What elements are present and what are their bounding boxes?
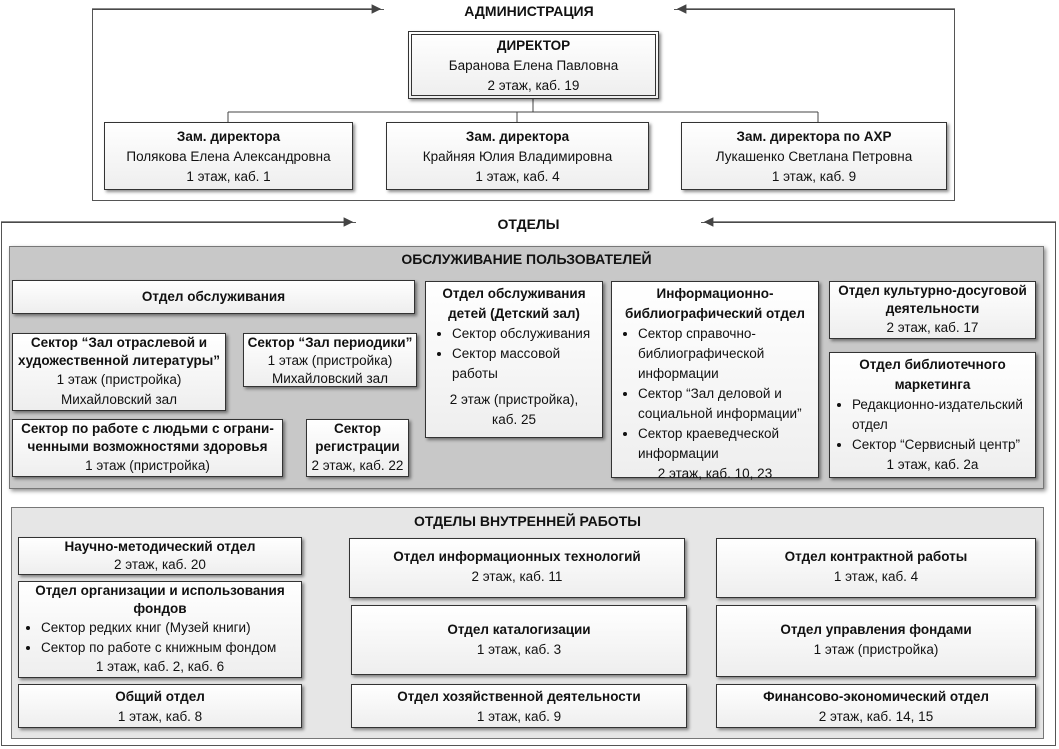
contract-title: Отдел контрактной работы bbox=[784, 549, 968, 564]
list-item: Сектор обслуживания bbox=[452, 324, 598, 344]
general-title: Общий отдел bbox=[115, 689, 205, 704]
sector-lit-box: Сектор “Зал отраслевой и художественной … bbox=[12, 333, 226, 411]
list-item: Сектор по работе с книжным фондом bbox=[41, 638, 299, 658]
marketing-dept-room: 1 этаж, каб. 2а bbox=[886, 457, 979, 472]
list-item: Сектор “Сервисный центр” bbox=[852, 435, 1033, 455]
funds-org-room: 1 этаж, каб. 2, каб. 6 bbox=[95, 659, 225, 674]
sector-lit-title-1: Сектор “Зал отраслевой и bbox=[30, 335, 208, 350]
deputy-box-2: Зам. директора Крайняя Юлия Владимировна… bbox=[386, 122, 649, 190]
deputy-name: Лукашенко Светлана Петровна bbox=[715, 149, 913, 164]
general-room: 1 этаж, каб. 8 bbox=[117, 709, 203, 724]
sector-disabilities-room: 1 этаж (пристройка) bbox=[85, 458, 210, 473]
marketing-dept-title-1: Отдел библиотечного bbox=[859, 357, 1006, 372]
household-room: 1 этаж, каб. 9 bbox=[476, 709, 562, 724]
funds-mgmt-room: 1 этаж (пристройка) bbox=[813, 642, 939, 657]
household-dept-box: Отдел хозяйственной деятельности 1 этаж,… bbox=[351, 684, 687, 728]
culture-dept-title-2: деятельности bbox=[885, 301, 980, 316]
director-room: 2 этаж, каб. 19 bbox=[487, 78, 580, 93]
catalog-dept-box: Отдел каталогизации 1 этаж, каб. 3 bbox=[351, 605, 687, 675]
children-dept-sectors: Сектор обслуживания Сектор массовой рабо… bbox=[430, 324, 598, 384]
info-biblio-room: 2 этаж, каб. 10, 23 bbox=[657, 466, 773, 481]
sector-disabilities-title-2: ченными возможностями здоровья bbox=[27, 439, 268, 454]
info-biblio-title-2: библиографический отдел bbox=[624, 306, 806, 321]
list-item: Сектор “Зал деловой и социальной информа… bbox=[638, 384, 814, 424]
scimethod-room: 2 этаж, каб. 20 bbox=[114, 557, 206, 572]
deputy-box-3: Зам. директора по АХР Лукашенко Светлана… bbox=[681, 122, 947, 190]
list-item: Сектор справочно-библиографической инфор… bbox=[638, 324, 814, 384]
marketing-dept-title-2: маркетинга bbox=[894, 377, 971, 392]
list-item: Сектор краеведческой информации bbox=[638, 424, 814, 464]
contract-room: 1 этаж, каб. 4 bbox=[833, 569, 919, 584]
it-dept-box: Отдел информационных технологий 2 этаж, … bbox=[349, 538, 685, 598]
sector-lit-hall: Михайловский зал bbox=[60, 392, 178, 407]
marketing-dept-box: Отдел библиотечного маркетинга Редакцион… bbox=[829, 352, 1036, 478]
list-item: Сектор редких книг (Музей книги) bbox=[41, 618, 299, 638]
list-item: Сектор массовой работы bbox=[452, 344, 598, 384]
service-dept-title: Отдел обслуживания bbox=[141, 289, 286, 304]
sector-lit-room: 1 этаж (пристройка) bbox=[56, 372, 182, 387]
sector-lit-title-2: художественной литературы” bbox=[17, 353, 221, 368]
children-dept-room-2: каб. 25 bbox=[492, 412, 536, 427]
culture-dept-box: Отдел культурно-досуговой деятельности 2… bbox=[829, 281, 1036, 339]
deputy-title: Зам. директора bbox=[465, 129, 570, 144]
sector-disabilities-title-1: Сектор по работе с людьми с ограни- bbox=[21, 421, 274, 436]
contract-dept-box: Отдел контрактной работы 1 этаж, каб. 4 bbox=[716, 538, 1036, 598]
director-box: ДИРЕКТОР Баранова Елена Павловна 2 этаж,… bbox=[408, 31, 659, 99]
info-biblio-sectors: Сектор справочно-библиографической инфор… bbox=[616, 324, 814, 464]
director-title: ДИРЕКТОР bbox=[496, 38, 571, 53]
general-dept-box: Общий отдел 1 этаж, каб. 8 bbox=[18, 684, 302, 728]
deputy-name: Полякова Елена Александровна bbox=[126, 149, 331, 164]
deputy-room: 1 этаж, каб. 9 bbox=[771, 169, 857, 184]
funds-org-title-1: Отдел организации и использования bbox=[35, 583, 285, 598]
household-title: Отдел хозяйственной деятельности bbox=[397, 689, 641, 704]
funds-mgmt-title: Отдел управления фондами bbox=[780, 622, 972, 637]
deputy-box-1: Зам. директора Полякова Елена Александро… bbox=[104, 122, 353, 190]
departments-title: ОТДЕЛЫ bbox=[356, 216, 701, 234]
deputy-room: 1 этаж, каб. 1 bbox=[186, 169, 271, 184]
sector-periodicals-title: Сектор “Зал периодики” bbox=[247, 335, 413, 350]
children-dept-box: Отдел обслуживания детей (Детский зал) С… bbox=[425, 281, 603, 438]
sector-registration-title-1: Сектор bbox=[334, 421, 381, 436]
catalog-title: Отдел каталогизации bbox=[447, 622, 591, 637]
marketing-dept-sectors: Редакционно-издательский отдел Сектор “С… bbox=[832, 395, 1033, 455]
scimethod-title: Научно-методический отдел bbox=[64, 539, 256, 554]
sector-registration-box: Сектор регистрации 2 этаж, каб. 22 bbox=[306, 419, 409, 477]
it-title: Отдел информационных технологий bbox=[393, 549, 641, 564]
info-biblio-dept-box: Информационно- библиографический отдел С… bbox=[611, 281, 819, 481]
funds-mgmt-dept-box: Отдел управления фондами 1 этаж (пристро… bbox=[716, 605, 1036, 677]
finance-dept-box: Финансово-экономический отдел 2 этаж, ка… bbox=[716, 684, 1036, 728]
deputy-title: Зам. директора по АХР bbox=[736, 129, 892, 144]
finance-room: 2 этаж, каб. 14, 15 bbox=[818, 709, 934, 724]
finance-title: Финансово-экономический отдел bbox=[763, 689, 989, 704]
deputy-title: Зам. директора bbox=[176, 129, 281, 144]
deputy-room: 1 этаж, каб. 4 bbox=[475, 169, 560, 184]
children-dept-title-1: Отдел обслуживания bbox=[442, 286, 586, 301]
culture-dept-room: 2 этаж, каб. 17 bbox=[886, 320, 979, 335]
info-biblio-title-1: Информационно- bbox=[656, 286, 774, 301]
funds-org-dept-box: Отдел организации и использования фондов… bbox=[18, 581, 302, 678]
sector-registration-title-2: регистрации bbox=[315, 439, 400, 454]
sector-periodicals-box: Сектор “Зал периодики” 1 этаж (пристройк… bbox=[243, 333, 417, 387]
service-title: ОБСЛУЖИВАНИЕ ПОЛЬЗОВАТЕЛЕЙ bbox=[401, 251, 652, 267]
director-name: Баранова Елена Павловна bbox=[448, 58, 619, 73]
sector-disabilities-box: Сектор по работе с людьми с ограни- ченн… bbox=[12, 419, 283, 477]
catalog-room: 1 этаж, каб. 3 bbox=[476, 642, 562, 657]
sector-periodicals-room: 1 этаж (пристройка) bbox=[267, 353, 393, 368]
funds-org-title-2: фондов bbox=[133, 601, 187, 616]
internal-title: ОТДЕЛЫ ВНУТРЕННЕЙ РАБОТЫ bbox=[414, 513, 641, 529]
culture-dept-title-1: Отдел культурно-досуговой bbox=[838, 283, 1027, 298]
funds-org-sectors: Сектор редких книг (Музей книги) Сектор … bbox=[21, 618, 299, 658]
list-item: Редакционно-издательский отдел bbox=[852, 395, 1033, 435]
deputy-name: Крайняя Юлия Владимировна bbox=[422, 149, 613, 164]
sector-registration-room: 2 этаж, каб. 22 bbox=[311, 458, 404, 473]
it-room: 2 этаж, каб. 11 bbox=[471, 569, 563, 584]
service-dept-box: Отдел обслуживания bbox=[12, 280, 415, 314]
sector-periodicals-hall: Михайловский зал bbox=[271, 371, 389, 386]
children-dept-room-1: 2 этаж (пристройка), bbox=[449, 392, 579, 407]
admin-title: АДМИНИСТРАЦИЯ bbox=[384, 3, 674, 21]
scimethod-dept-box: Научно-методический отдел 2 этаж, каб. 2… bbox=[18, 537, 302, 575]
children-dept-title-2: детей (Детский зал) bbox=[448, 306, 580, 321]
